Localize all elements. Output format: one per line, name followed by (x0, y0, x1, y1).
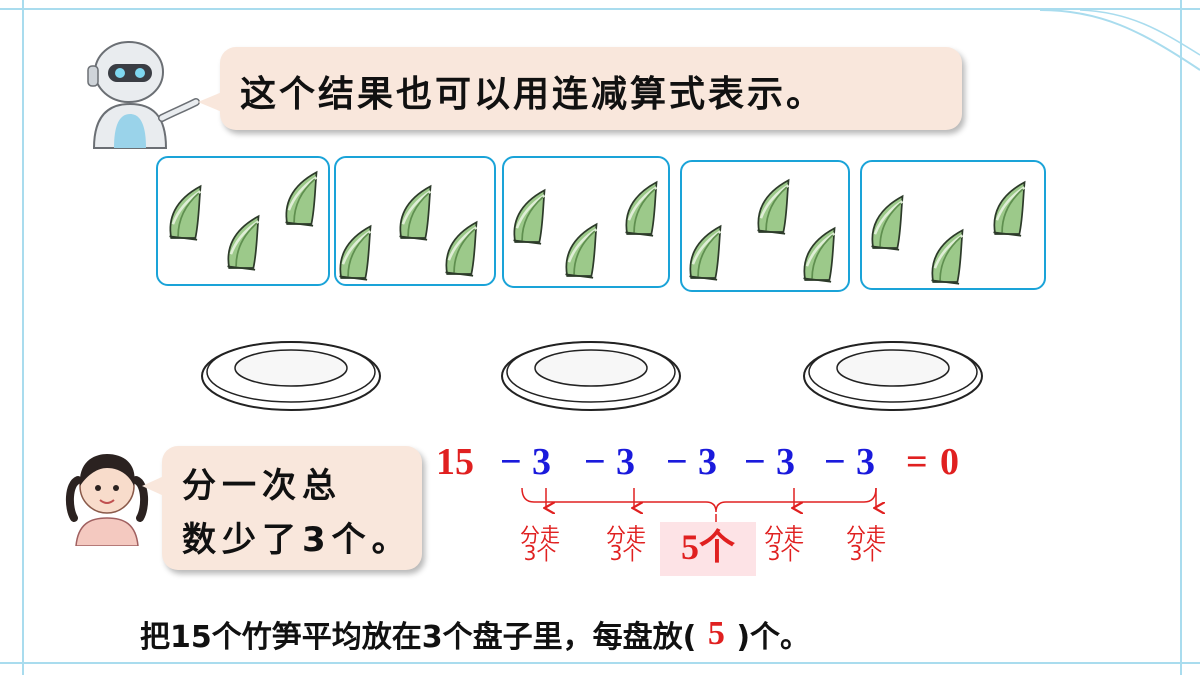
robot-bubble-tail (198, 92, 222, 112)
bamboo-shoot-icon (169, 184, 202, 241)
equation-minus-sign: − (666, 441, 688, 483)
frame-line-left (22, 0, 24, 675)
bamboo-shoot-icon (689, 224, 722, 281)
sentence-answer: 5 (707, 615, 725, 652)
bamboo-shoot-icon (339, 224, 372, 281)
girl-speech-bubble: 分一次总 数少了3个。 (162, 446, 422, 570)
take-label-bottom: 3个 (609, 541, 643, 565)
plate-icon (803, 341, 983, 411)
equation-minus-sign: − (584, 441, 606, 483)
equation-minus-sign: − (824, 441, 846, 483)
take-label-top: 分走 (520, 523, 560, 547)
frame-line-right (1180, 0, 1182, 675)
equation-minus-sign: − (500, 441, 522, 483)
robot-avatar (87, 41, 200, 149)
bamboo-shoot-icon (445, 220, 478, 277)
bamboo-shoot-icon (285, 170, 318, 227)
bamboo-group-4 (680, 160, 850, 292)
frame-line-top (0, 8, 1200, 10)
equation-result: 0 (940, 441, 959, 483)
girl-bubble-tail (142, 476, 164, 496)
take-label-top: 分走 (606, 523, 646, 547)
bamboo-shoot-icon (565, 222, 598, 279)
bamboo-shoot-icon (625, 180, 658, 237)
bamboo-shoot-icon (227, 214, 260, 271)
bamboo-group-3 (502, 156, 670, 288)
bamboo-shoot-icon (931, 228, 964, 285)
brace-arrows (521, 487, 900, 522)
plate-icon (201, 341, 381, 411)
bamboo-group-5 (860, 160, 1046, 290)
bamboo-group-2 (334, 156, 496, 286)
girl-avatar (65, 454, 149, 546)
equation-equals: = (906, 441, 928, 483)
times-result-box: 5个 (660, 522, 756, 576)
bamboo-shoot-icon (513, 188, 546, 245)
equation-subtrahend: 3 (856, 441, 875, 483)
take-label-top: 分走 (764, 523, 804, 547)
sentence-after: )个。 (736, 620, 811, 655)
bamboo-shoot-icon (757, 178, 790, 235)
bamboo-group-1 (156, 156, 330, 286)
equation-minus-sign: − (744, 441, 766, 483)
equation-subtrahend: 3 (616, 441, 635, 483)
take-label-bottom: 3个 (849, 541, 883, 565)
take-label-bottom: 3个 (767, 541, 801, 565)
sentence-before: 把15个竹笋平均放在3个盘子里，每盘放( (140, 620, 697, 655)
take-label-top: 分走 (846, 523, 886, 547)
equation-subtrahend: 3 (776, 441, 795, 483)
girl-speech-line-1: 分一次总 (182, 466, 342, 506)
take-label-bottom: 3个 (523, 541, 557, 565)
girl-speech-line-2: 数少了3个。 (182, 520, 412, 560)
robot-speech-text: 这个结果也可以用连减算式表示。 (240, 74, 826, 115)
frame-line-bottom (0, 662, 1200, 664)
bamboo-shoot-icon (993, 180, 1026, 237)
robot-speech-bubble: 这个结果也可以用连减算式表示。 (220, 47, 962, 130)
frame-corner-decoration (1040, 9, 1200, 71)
equation-subtrahend: 3 (698, 441, 717, 483)
bamboo-shoot-icon (803, 226, 836, 283)
plate-icon (501, 341, 681, 411)
equation-start: 15 (436, 441, 474, 483)
bamboo-shoot-icon (871, 194, 904, 251)
bamboo-shoot-icon (399, 184, 432, 241)
equation-subtrahend: 3 (532, 441, 551, 483)
bottom-sentence: 把15个竹笋平均放在3个盘子里，每盘放( 5 )个。 (140, 612, 810, 656)
